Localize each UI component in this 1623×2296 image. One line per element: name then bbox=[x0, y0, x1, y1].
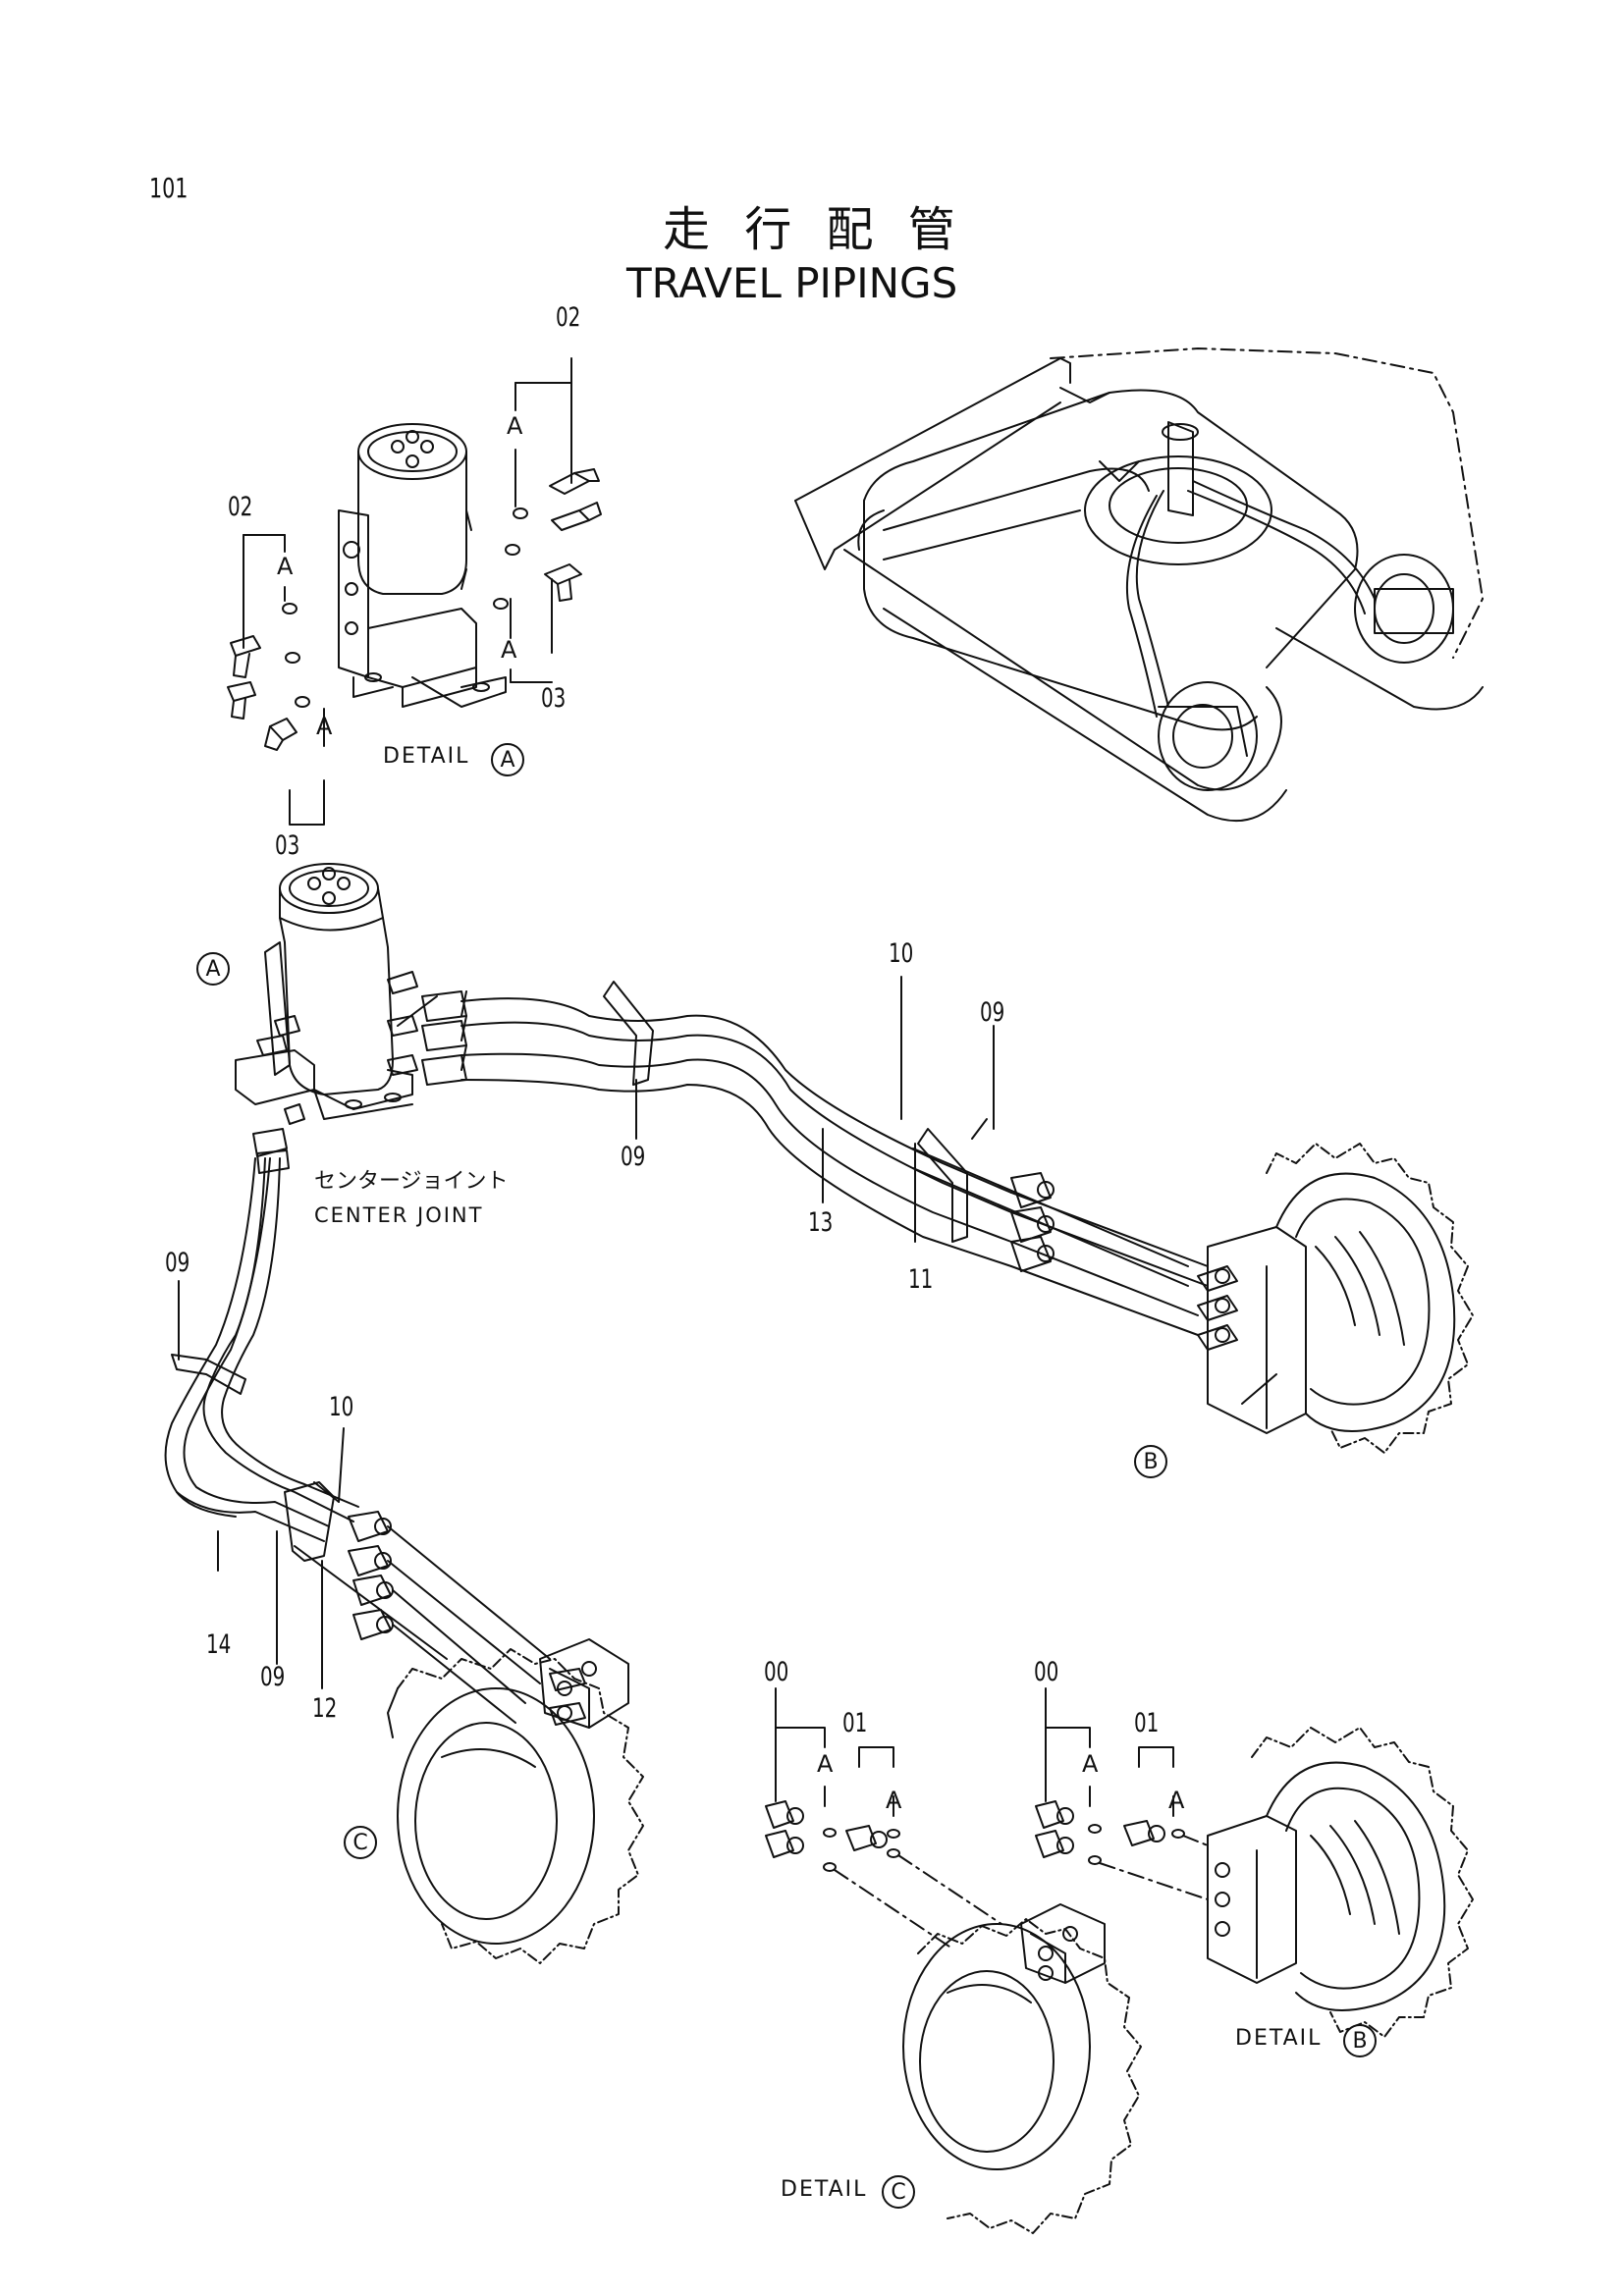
part-00-detail-c: 00 bbox=[764, 1657, 789, 1687]
detail-c-ref: C bbox=[891, 2179, 906, 2205]
part-12: 12 bbox=[312, 1693, 338, 1724]
callout-c: C bbox=[352, 1830, 368, 1855]
part-10-left: 10 bbox=[329, 1392, 354, 1422]
callout-b-circle: B bbox=[1134, 1445, 1167, 1478]
part-09-bottom: 09 bbox=[260, 1662, 286, 1692]
detail-a-label: DETAIL bbox=[383, 744, 470, 769]
part-00-detail-b: 00 bbox=[1034, 1657, 1059, 1687]
part-02-left: 02 bbox=[228, 492, 253, 522]
part-01-detail-c: 01 bbox=[842, 1708, 868, 1738]
a-mark-7: A bbox=[1082, 1750, 1099, 1778]
detail-b-ref-circle: B bbox=[1343, 2024, 1377, 2057]
detail-c-ref-circle: C bbox=[882, 2175, 915, 2209]
hoses-to-left-motor bbox=[166, 1129, 550, 1723]
main-center-joint bbox=[236, 864, 417, 1124]
hoses-to-right-motor bbox=[422, 982, 1208, 1335]
callout-b: B bbox=[1143, 1449, 1159, 1474]
detail-b-fittings bbox=[1036, 1688, 1473, 2037]
part-09-left: 09 bbox=[165, 1248, 190, 1278]
part-09-right: 09 bbox=[980, 997, 1005, 1028]
part-03-right: 03 bbox=[541, 683, 567, 714]
left-travel-motor bbox=[388, 1639, 643, 1963]
part-09-mid: 09 bbox=[621, 1142, 646, 1172]
title-english: TRAVEL PIPINGS bbox=[626, 259, 958, 307]
callout-c-circle: C bbox=[344, 1826, 377, 1859]
detail-c-fittings bbox=[766, 1688, 1141, 2233]
part-13: 13 bbox=[808, 1207, 834, 1238]
detail-b-ref: B bbox=[1352, 2028, 1368, 2054]
detail-a-center-joint bbox=[228, 358, 601, 825]
a-mark-4: A bbox=[316, 713, 333, 740]
part-03-bottom: 03 bbox=[275, 830, 300, 861]
a-mark-8: A bbox=[1168, 1787, 1185, 1814]
a-mark-5: A bbox=[817, 1750, 834, 1778]
callout-a-circle: A bbox=[196, 952, 230, 986]
callout-a: A bbox=[205, 956, 221, 982]
a-mark-1: A bbox=[507, 412, 523, 440]
detail-c-label: DETAIL bbox=[781, 2177, 868, 2202]
part-01-detail-b: 01 bbox=[1134, 1708, 1160, 1738]
center-joint-label-en: CENTER JOINT bbox=[314, 1203, 484, 1227]
detail-a-ref-circle: A bbox=[491, 743, 524, 776]
undercarriage-overview bbox=[795, 348, 1483, 821]
a-mark-2: A bbox=[277, 553, 294, 580]
part-leaders bbox=[179, 977, 994, 1688]
page-number: 101 bbox=[149, 172, 189, 204]
right-travel-motor bbox=[1198, 1144, 1473, 1453]
detail-b-label: DETAIL bbox=[1235, 2026, 1323, 2051]
a-mark-6: A bbox=[886, 1787, 902, 1814]
part-02-top: 02 bbox=[556, 302, 581, 333]
part-14: 14 bbox=[206, 1629, 232, 1660]
detail-a-ref: A bbox=[500, 747, 515, 773]
title-japanese: 走 行 配 管 bbox=[663, 202, 965, 257]
center-joint-label-jp: センタージョイント bbox=[314, 1169, 509, 1194]
a-mark-3: A bbox=[501, 636, 517, 664]
part-11: 11 bbox=[908, 1264, 934, 1295]
part-10-top: 10 bbox=[889, 938, 914, 969]
